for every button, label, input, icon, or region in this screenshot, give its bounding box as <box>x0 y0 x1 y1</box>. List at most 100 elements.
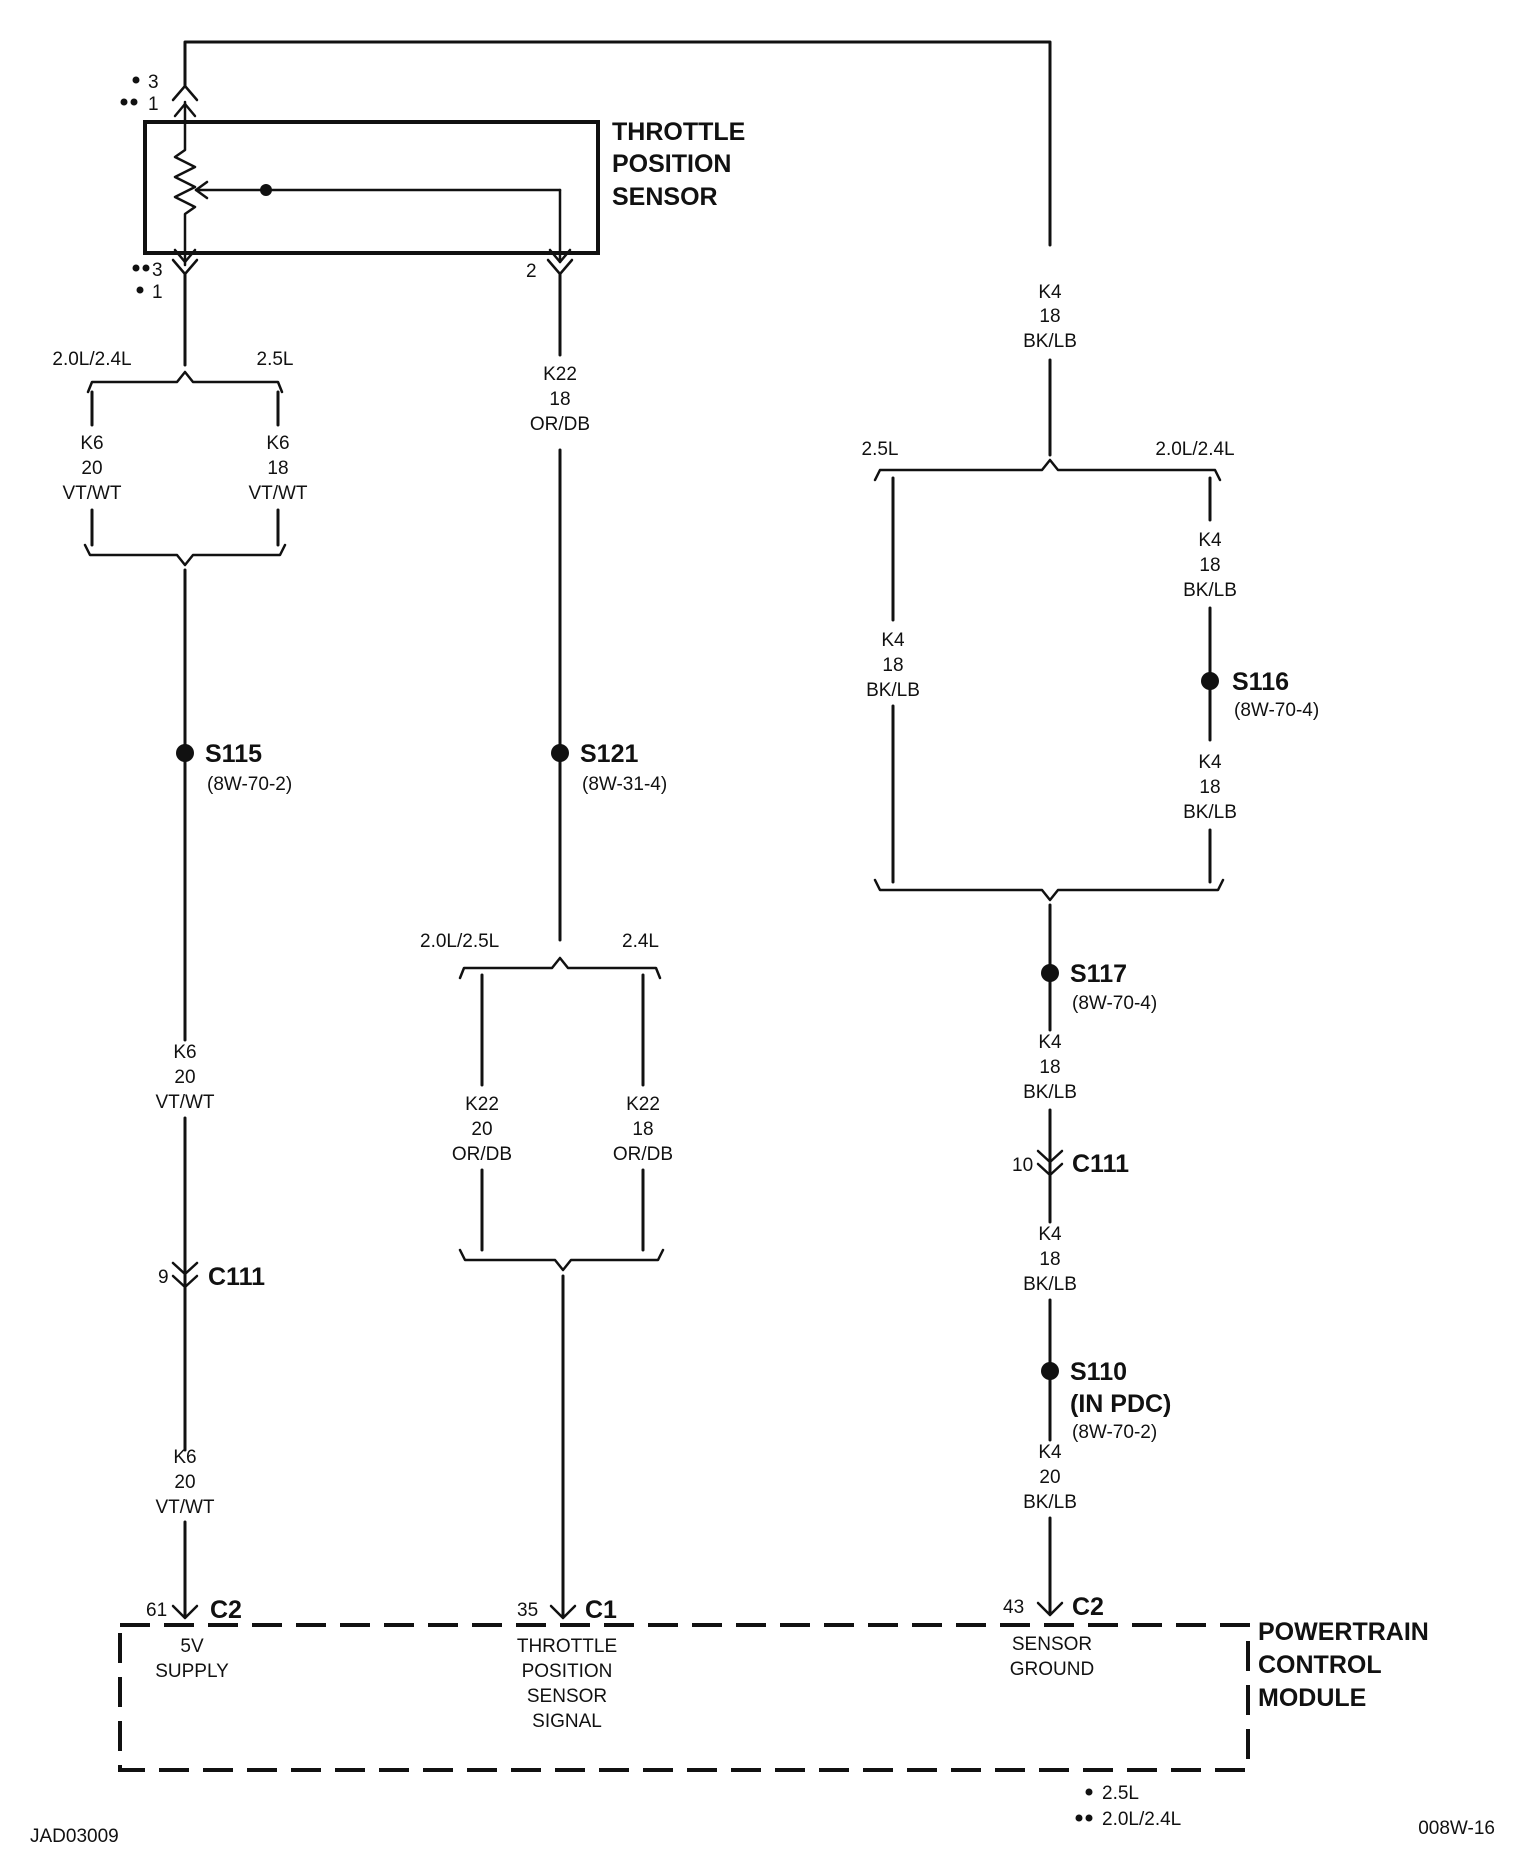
splice-s121-ref: (8W-31-4) <box>582 774 667 795</box>
k22-18-color: OR/DB <box>613 1144 673 1165</box>
k4-top-circuit: K4 <box>1038 282 1062 303</box>
k4-left-circuit: K4 <box>881 630 905 651</box>
pcm-left-connector: C2 <box>210 1596 242 1624</box>
pcm-pin-signal-line-2: POSITION <box>522 1661 613 1682</box>
k4-right-lower-circuit: K4 <box>1198 752 1222 773</box>
c111-right-pin: 10 <box>1012 1155 1033 1176</box>
k4-right-circuit: K4 <box>1198 530 1222 551</box>
branch-bracket-bottom-left <box>83 543 287 567</box>
pcm-right-pin: 43 <box>1003 1597 1024 1618</box>
pcm-pin-ground-line-2: GROUND <box>1010 1659 1094 1680</box>
pcm-mid-connector: C1 <box>585 1596 617 1624</box>
splice-s121-id: S121 <box>580 740 638 768</box>
k6-18-gauge: 18 <box>267 458 288 479</box>
splice-s115-ref: (8W-70-2) <box>207 774 292 795</box>
tps-bottom-pin-b: 1 <box>152 282 163 303</box>
k4-mid-circuit: K4 <box>1038 1032 1062 1053</box>
k6-20-gauge: 20 <box>81 458 102 479</box>
throttle-position-sensor: THROTTLE POSITION SENSOR 3 1 3 1 <box>120 72 745 303</box>
k6-lower-gauge: 20 <box>174 1472 195 1493</box>
branch-mid-a-label: 2.0L/2.5L <box>420 931 499 952</box>
tps-top-pin-a: 3 <box>148 72 159 93</box>
branch-left-a-label: 2.0L/2.4L <box>52 349 131 370</box>
splice-s115-dot <box>176 744 194 762</box>
c111-left-pin: 9 <box>158 1267 169 1288</box>
k4-right-gauge: 18 <box>1199 555 1220 576</box>
pcm-left-pin: 61 <box>146 1600 167 1621</box>
tps-name-line-2: POSITION <box>612 150 731 178</box>
pcm-box <box>118 1623 1250 1772</box>
k22-top-circuit: K22 <box>543 364 577 385</box>
k22-top-color: OR/DB <box>530 414 590 435</box>
engine-legend: 2.5L 2.0L/2.4L <box>1075 1783 1181 1830</box>
splice-s121-dot <box>551 744 569 762</box>
k6-18-color: VT/WT <box>248 483 307 504</box>
page-code: 008W-16 <box>1418 1818 1495 1839</box>
k4-20-color: BK/LB <box>1023 1492 1077 1513</box>
tps-top-pin-labels: 3 1 <box>120 72 199 115</box>
pcm-right-connector-icon <box>1036 1601 1064 1617</box>
k22-20-gauge: 20 <box>471 1119 492 1140</box>
branch-bracket-top-right <box>873 458 1222 482</box>
pcm-pin-supply-line-1: 5V <box>180 1636 204 1657</box>
k6-mid-color: VT/WT <box>155 1092 214 1113</box>
splice-s117-ref: (8W-70-4) <box>1072 993 1157 1014</box>
k4-top-run: K4 18 BK/LB <box>183 40 1077 457</box>
branch-mid-b-label: 2.4L <box>622 931 659 952</box>
k22-18-gauge: 18 <box>632 1119 653 1140</box>
k22-18-circuit: K22 <box>626 1094 660 1115</box>
pcm-pin-signal-line-1: THROTTLE <box>517 1636 617 1657</box>
pcm-name-line-1: POWERTRAIN <box>1258 1618 1429 1646</box>
k6-lower-color: VT/WT <box>155 1497 214 1518</box>
k4-mid-gauge: 18 <box>1039 1057 1060 1078</box>
pcm-pin-ground-line-1: SENSOR <box>1012 1634 1092 1655</box>
figure-code: JAD03009 <box>30 1826 119 1847</box>
branch-bracket-bottom-mid <box>458 1248 665 1272</box>
k6-circuit: 2.0L/2.4L 2.5L K6 20 VT/WT K6 18 VT/WT S… <box>52 272 308 1620</box>
k4-right-lower-color: BK/LB <box>1183 802 1237 823</box>
splice-s115-id: S115 <box>205 740 262 768</box>
k4-20-circuit: K4 <box>1038 1442 1062 1463</box>
tps-top-pin-b: 1 <box>148 94 159 115</box>
branch-bracket-top-mid <box>458 956 662 980</box>
branch-right-b-label: 2.0L/2.4L <box>1155 439 1234 460</box>
splice-s116-dot <box>1201 672 1219 690</box>
k22-top-gauge: 18 <box>549 389 570 410</box>
k4-lower-circuit: K4 <box>1038 1224 1062 1245</box>
tps-bottom-pin-labels: 3 1 2 <box>132 258 574 303</box>
k4-lower-gauge: 18 <box>1039 1249 1060 1270</box>
tps-box <box>143 120 600 255</box>
branch-right-a-label: 2.5L <box>862 439 899 460</box>
k22-20-color: OR/DB <box>452 1144 512 1165</box>
k22-circuit: K22 18 OR/DB S121 (8W-31-4) 2.0L/2.5L 2.… <box>420 272 673 1620</box>
pcm-pin-supply-line-2: SUPPLY <box>155 1661 229 1682</box>
k6-mid-circuit: K6 <box>173 1042 196 1063</box>
pcm-mid-pin: 35 <box>517 1600 538 1621</box>
splice-s110-ref: (8W-70-2) <box>1072 1422 1157 1443</box>
tps-signal-pin: 2 <box>526 261 537 282</box>
c111-right-id: C111 <box>1072 1150 1129 1178</box>
k4-left-gauge: 18 <box>882 655 903 676</box>
splice-s116-id: S116 <box>1232 668 1289 696</box>
pcm-mid-connector-icon <box>549 1604 577 1620</box>
tps-name-line-1: THROTTLE <box>612 118 745 146</box>
splice-s116-ref: (8W-70-4) <box>1234 700 1319 721</box>
connector-c111-left-icon <box>171 1261 199 1289</box>
k4-left-color: BK/LB <box>866 680 920 701</box>
k6-18-circuit: K6 <box>266 433 289 454</box>
k6-mid-gauge: 20 <box>174 1067 195 1088</box>
splice-s110-dot <box>1041 1362 1059 1380</box>
branch-bracket-bottom-right <box>873 878 1225 902</box>
pcm-pin-signal-line-4: SIGNAL <box>532 1711 602 1732</box>
k4-mid-color: BK/LB <box>1023 1082 1077 1103</box>
tps-name-line-3: SENSOR <box>612 183 718 211</box>
legend-single-dot: 2.5L <box>1102 1783 1139 1804</box>
pcm-name-line-2: CONTROL <box>1258 1651 1382 1679</box>
k4-lower-color: BK/LB <box>1023 1274 1077 1295</box>
k4-20-gauge: 20 <box>1039 1467 1060 1488</box>
splice-s110-id: S110 <box>1070 1358 1127 1386</box>
legend-double-dot: 2.0L/2.4L <box>1102 1809 1181 1830</box>
k4-circuit: 2.5L 2.0L/2.4L K4 18 BK/LB K4 18 BK/LB S… <box>862 439 1319 1617</box>
k4-right-lower-gauge: 18 <box>1199 777 1220 798</box>
